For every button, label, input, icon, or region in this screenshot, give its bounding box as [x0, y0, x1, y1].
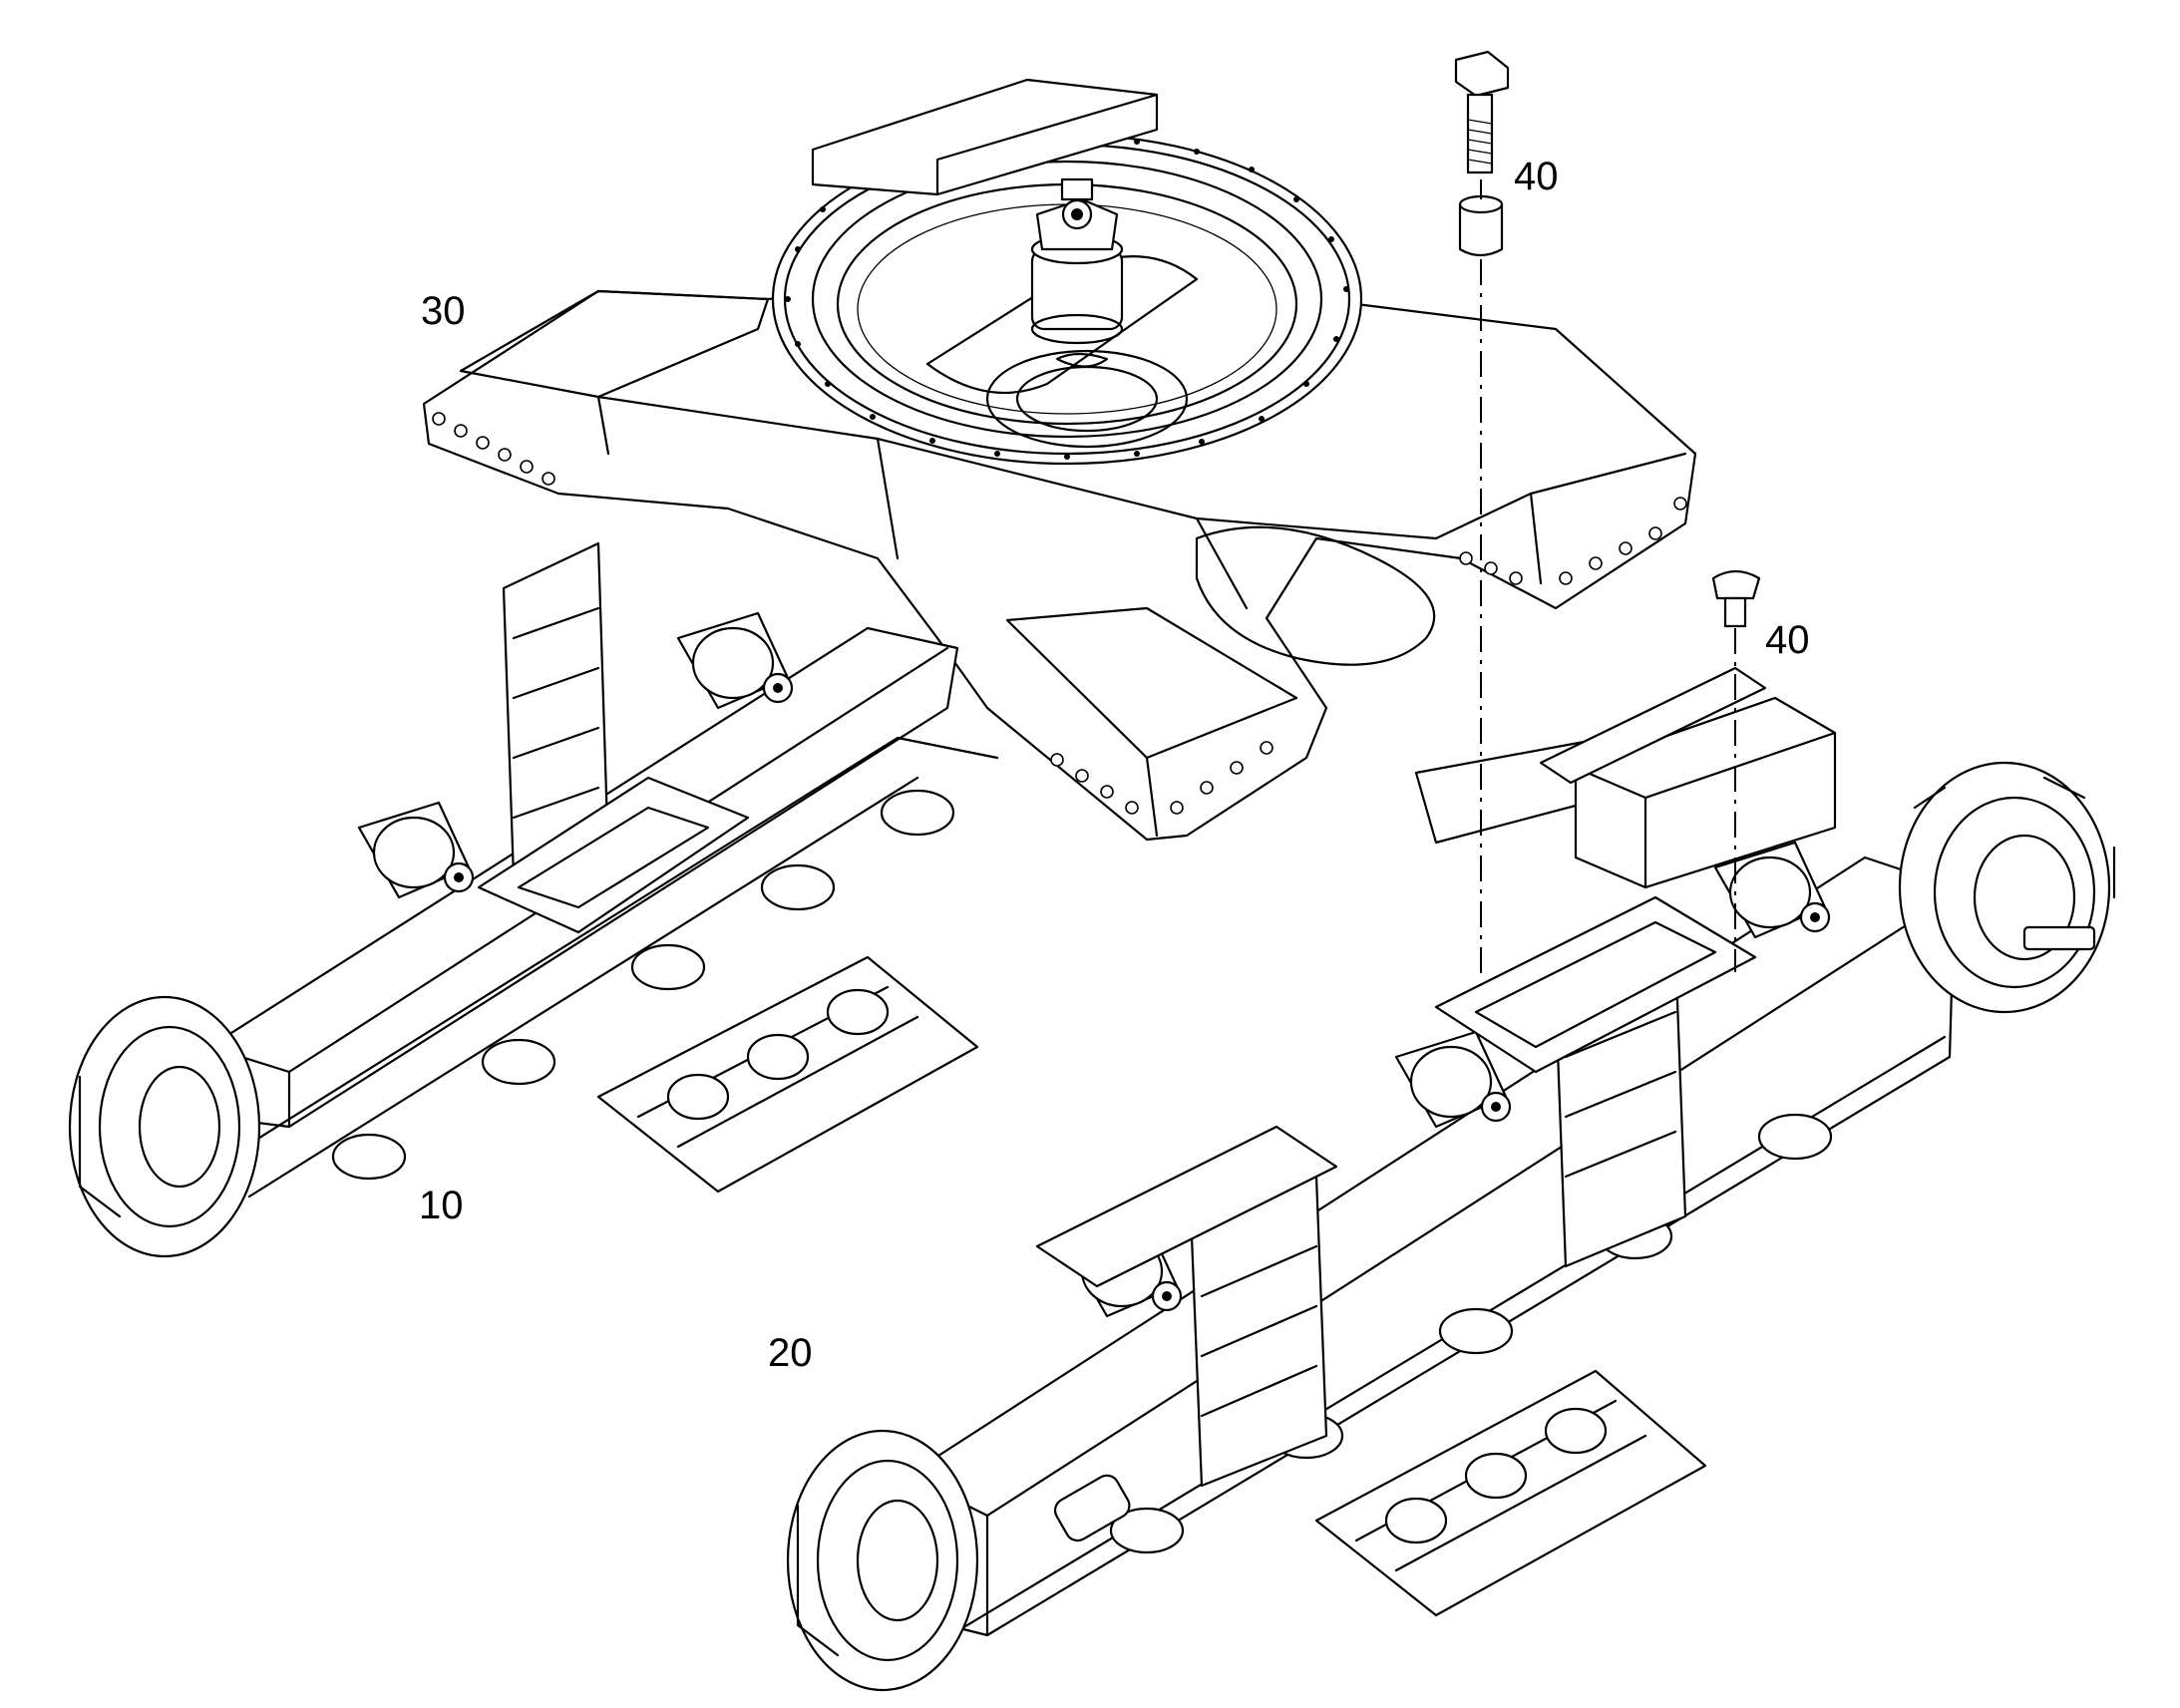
frame-bolt-holes — [432, 412, 1687, 815]
mount-plate-right-2 — [1434, 895, 1757, 1074]
carrier-roller-right-2 — [1394, 1030, 1512, 1129]
car-body-frame — [422, 78, 1697, 842]
ladder-left — [502, 541, 610, 879]
fastener-bolt-top — [1454, 50, 1510, 174]
callout-30: 30 — [421, 289, 466, 333]
track-shoes-left — [596, 955, 979, 1194]
callout-10: 10 — [419, 1184, 464, 1227]
left-track-frame — [68, 541, 999, 1258]
callout-40-top: 40 — [1514, 155, 1559, 198]
access-cover — [1053, 1474, 1131, 1542]
drive-sprocket — [1898, 761, 2116, 1014]
mount-plate-right-1 — [1035, 1125, 1338, 1288]
carrier-roller-right-3 — [1713, 841, 1831, 939]
callout-20: 20 — [768, 1331, 813, 1375]
idler-wheel-left — [68, 995, 261, 1258]
idler-wheel-right — [786, 1429, 979, 1692]
carrier-roller-left-2 — [676, 611, 794, 710]
bottom-rollers-left — [331, 789, 955, 1181]
cover-plate — [1539, 666, 1767, 785]
mount-plate-left — [477, 776, 750, 934]
right-track-frame — [786, 666, 2116, 1692]
fastener-bolt-right — [1711, 569, 1761, 628]
fastener-spacer-top — [1458, 194, 1504, 257]
swivel-joint — [1030, 177, 1124, 345]
callout-40-right: 40 — [1765, 618, 1810, 662]
carrier-roller-left-1 — [357, 801, 475, 899]
track-shoes-right — [1314, 1369, 1707, 1617]
